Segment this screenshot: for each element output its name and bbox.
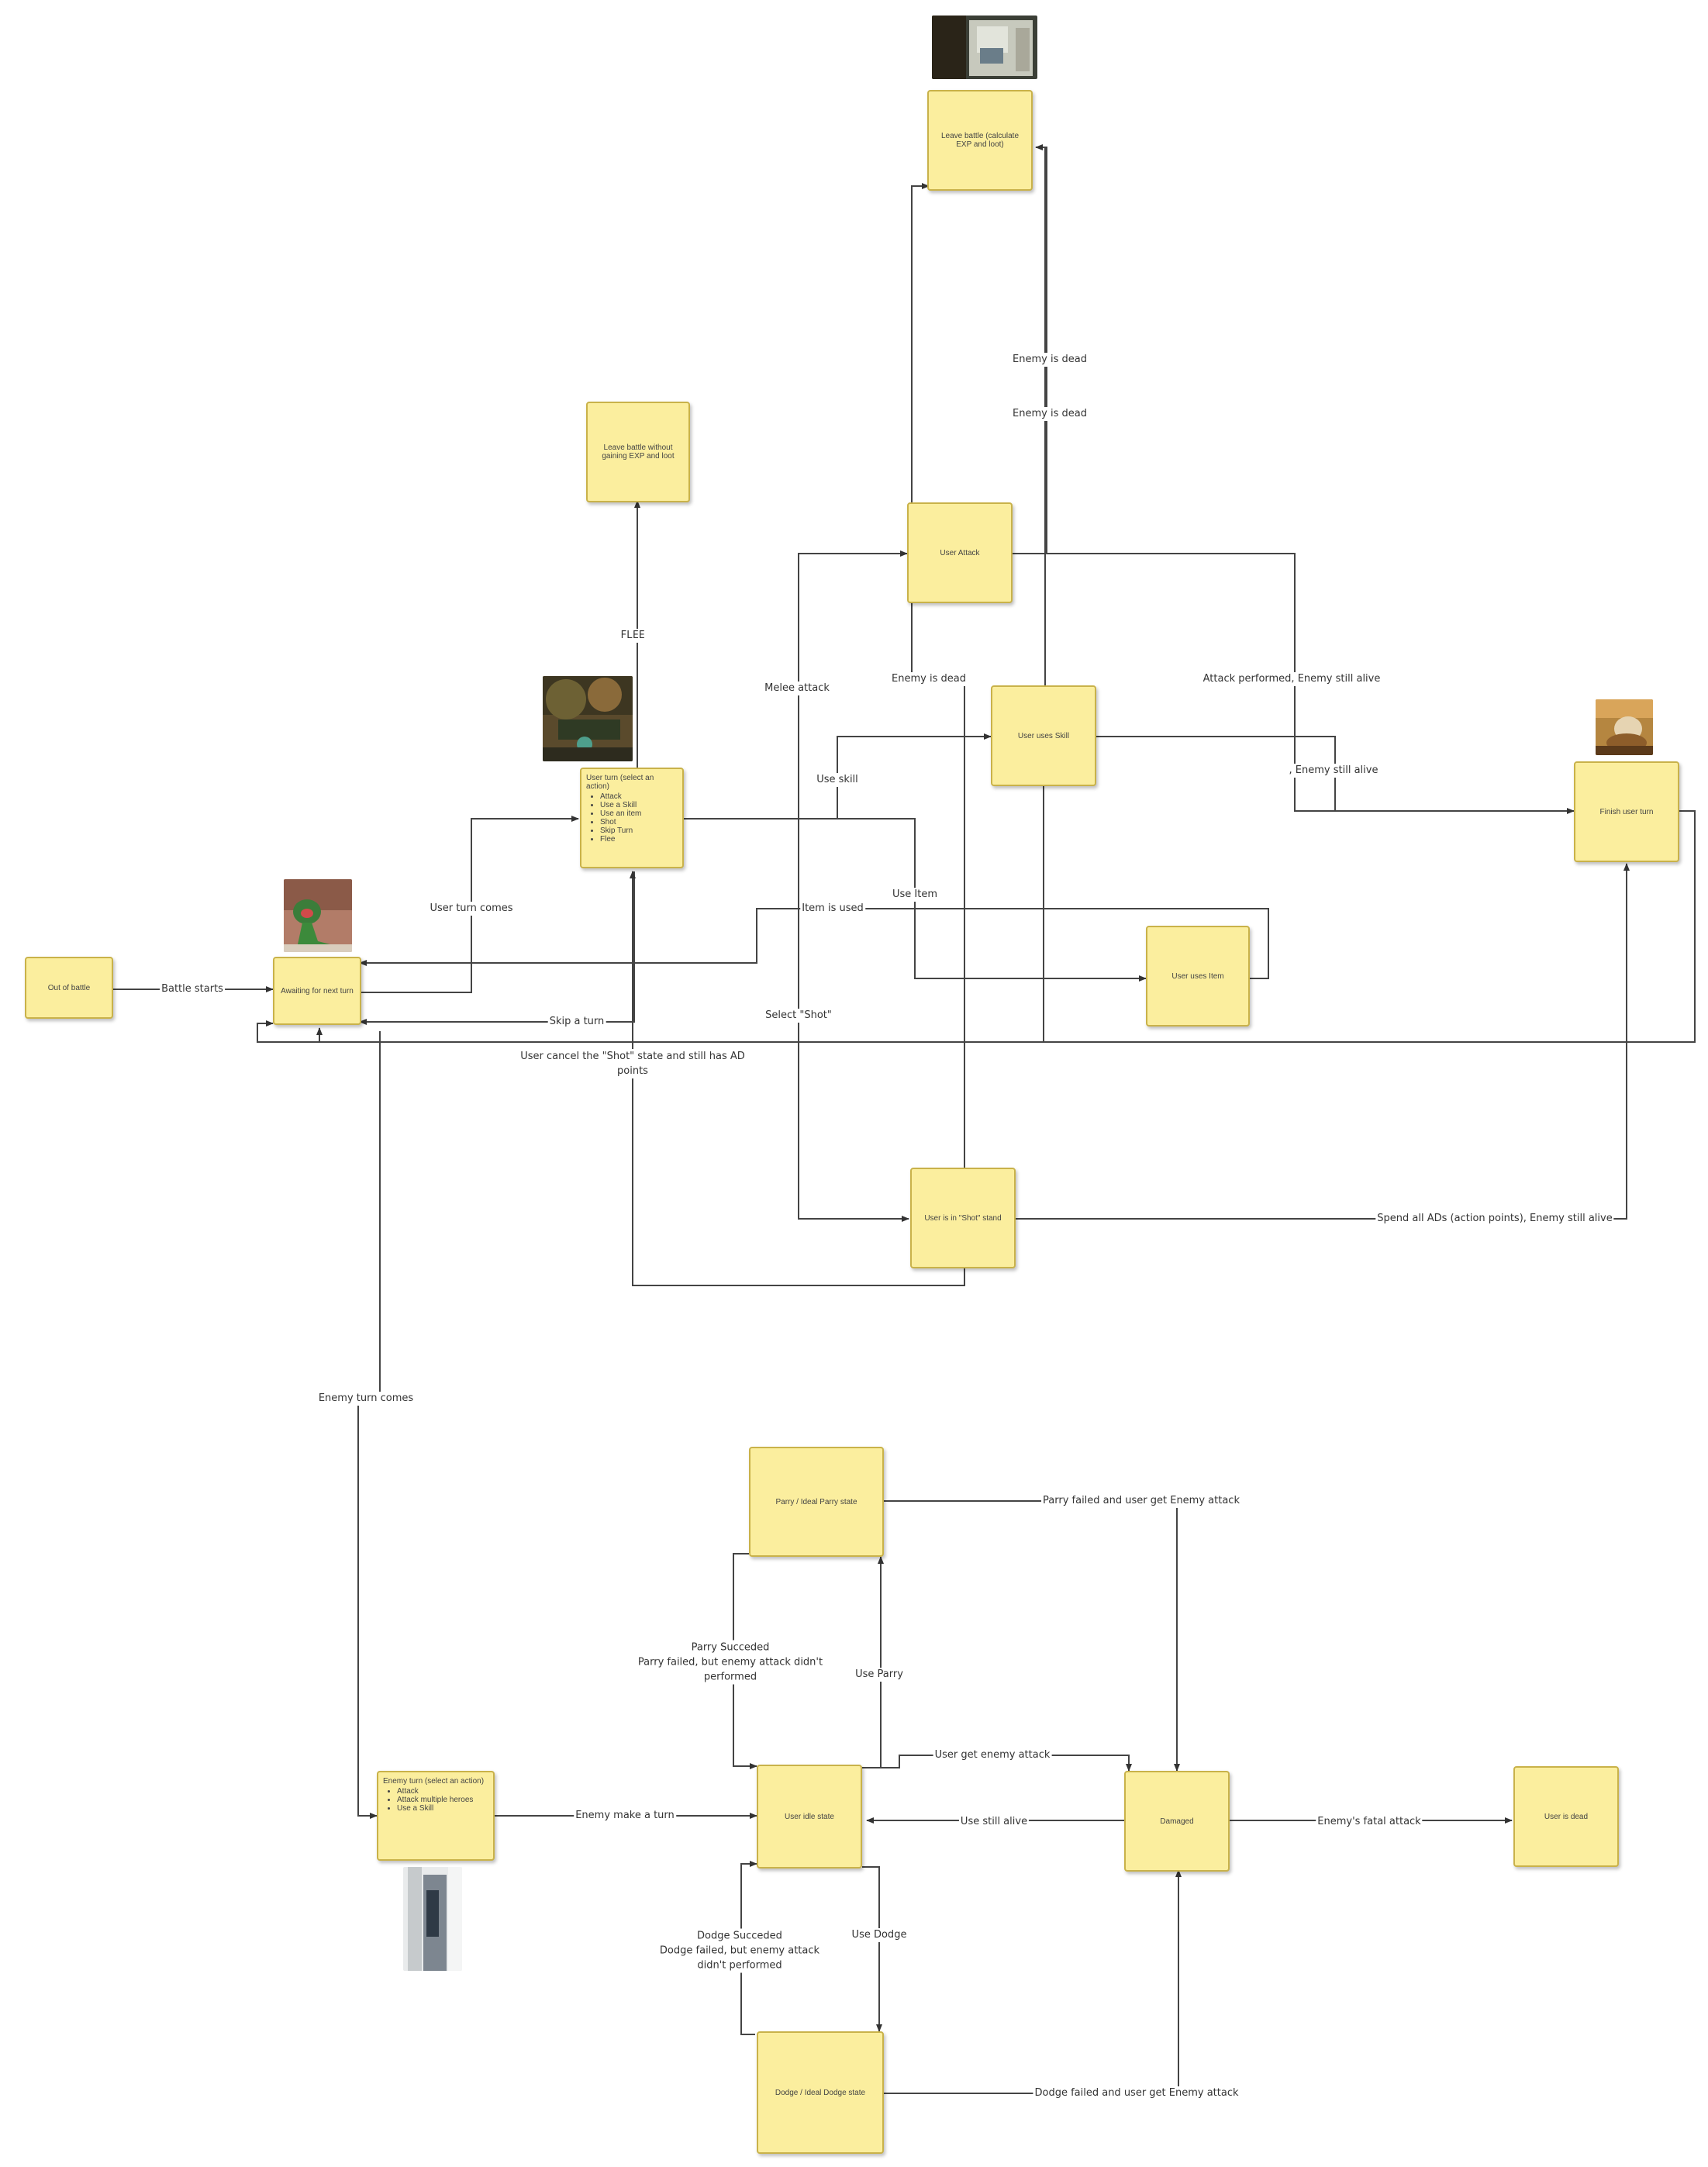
- edge-label-parry-succeeded: Parry Succeded Parry failed, but enemy a…: [636, 1640, 825, 1685]
- edge-dodge-failed: [884, 1869, 1182, 2094]
- node-label: User is dead: [1544, 1812, 1589, 1821]
- edge-label-dodge-succeeded: Dodge Succeded Dodge failed, but enemy a…: [645, 1928, 834, 1973]
- list-item: Skip Turn: [600, 826, 678, 835]
- edge-label-use-still-alive: Use still alive: [958, 1815, 1030, 1829]
- edge-label-parry-failed: Parry failed and user get Enemy attack: [1041, 1494, 1241, 1508]
- node-label: Leave battle (calculate EXP and loot): [940, 132, 1020, 149]
- node-label: Awaiting for next turn: [281, 986, 354, 996]
- edge-label-use-dodge: Use Dodge: [850, 1928, 909, 1942]
- edge-label-fatal-attack: Enemy's fatal attack: [1316, 1815, 1423, 1829]
- node-label: Finish user turn: [1599, 807, 1654, 816]
- node-label: Out of battle: [47, 983, 91, 992]
- edge-label-melee: Melee attack: [763, 682, 831, 695]
- node-leave-without-exp[interactable]: Leave battle without gaining EXP and loo…: [586, 402, 690, 502]
- node-awaiting-next-turn[interactable]: Awaiting for next turn: [273, 957, 361, 1025]
- edge-spend-ad: [1016, 863, 1630, 1220]
- edge-item-used: [359, 908, 1269, 979]
- node-label: User is in "Shot" stand: [924, 1213, 1002, 1223]
- node-label: User uses Item: [1171, 971, 1224, 981]
- node-label: User Attack: [940, 548, 980, 557]
- forest-scene-photo-icon: [543, 676, 633, 761]
- action-list: Attack Use a Skill Use an item Shot Skip…: [586, 792, 678, 844]
- edge-label-enemy-dead-1: Enemy is dead: [1011, 353, 1089, 367]
- node-parry-state[interactable]: Parry / Ideal Parry state: [749, 1447, 884, 1557]
- list-item: Use an item: [600, 809, 678, 818]
- node-label: User uses Skill: [1017, 731, 1070, 740]
- node-user-uses-skill[interactable]: User uses Skill: [991, 685, 1096, 786]
- node-user-idle-state[interactable]: User idle state: [757, 1765, 862, 1869]
- node-damaged[interactable]: Damaged: [1124, 1771, 1230, 1872]
- edge-label-battle-starts: Battle starts: [160, 982, 225, 996]
- edge-label-use-skill: Use skill: [815, 773, 860, 787]
- edge-label-dodge-failed: Dodge failed and user get Enemy attack: [1033, 2086, 1240, 2100]
- node-user-turn[interactable]: User turn (select an action) Attack Use …: [580, 768, 684, 868]
- edge-label-use-parry: Use Parry: [854, 1668, 905, 1682]
- list-item: Attack multiple heroes: [397, 1796, 484, 1804]
- edge-user-get-attack: [862, 1755, 1132, 1772]
- edge-label-spend-ad: Spend all ADs (action points), Enemy sti…: [1375, 1212, 1614, 1226]
- list-item: Attack: [600, 792, 678, 801]
- edge-finish-loop: [257, 810, 1696, 1043]
- edge-label-user-get-attack: User get enemy attack: [933, 1748, 1052, 1762]
- edge-label-enemy-still-alive: , Enemy still alive: [1287, 764, 1380, 778]
- list-item: Attack: [397, 1787, 484, 1796]
- edge-label-item-used: Item is used: [800, 902, 865, 916]
- node-out-of-battle[interactable]: Out of battle: [25, 957, 113, 1019]
- list-item: Flee: [600, 835, 678, 844]
- edge-cancel-shot: [630, 871, 965, 1286]
- edge-label-attack-performed: Attack performed, Enemy still alive: [1201, 672, 1382, 686]
- edge-label-select-shot: Select "Shot": [764, 1009, 833, 1023]
- node-label: Enemy turn (select an action): [383, 1777, 485, 1786]
- node-user-is-dead[interactable]: User is dead: [1513, 1766, 1619, 1867]
- edge-label-enemy-make-turn: Enemy make a turn: [574, 1809, 676, 1823]
- list-item: Use a Skill: [397, 1804, 484, 1813]
- node-label: Dodge / Ideal Dodge state: [775, 2088, 866, 2097]
- edge-label-flee: FLEE: [619, 629, 647, 643]
- node-user-uses-item[interactable]: User uses Item: [1146, 926, 1250, 1027]
- list-item: Use a Skill: [600, 801, 678, 809]
- edge-shot-enemy-dead: [911, 183, 930, 679]
- edge-label-enemy-turn-comes: Enemy turn comes: [316, 1392, 416, 1406]
- cat-photo-icon: [1596, 699, 1653, 755]
- edge-attack-enemy-dead: [1013, 144, 1047, 554]
- edge-enemy-turn-comes: [357, 1031, 381, 1819]
- node-enemy-turn[interactable]: Enemy turn (select an action) Attack Att…: [377, 1771, 495, 1861]
- edge-melee: [798, 550, 908, 819]
- edge-use-parry: [862, 1556, 884, 1768]
- edge-label-use-item: Use Item: [890, 888, 940, 902]
- node-user-attack[interactable]: User Attack: [907, 502, 1013, 603]
- doorway-photo-icon: [403, 1867, 462, 1971]
- edge-label-skip-turn: Skip a turn: [547, 1015, 606, 1029]
- edge-skill-alive: [1096, 736, 1336, 811]
- edge-label-enemy-dead-3: Enemy is dead: [890, 672, 968, 686]
- node-label: User turn (select an action): [586, 774, 654, 791]
- edge-use-dodge: [862, 1866, 882, 2032]
- node-shot-state[interactable]: User is in "Shot" stand: [910, 1168, 1016, 1268]
- edge-parry-failed: [884, 1500, 1180, 1772]
- node-finish-user-turn[interactable]: Finish user turn: [1574, 761, 1679, 862]
- edge-use-item: [837, 818, 1147, 982]
- node-leave-calculate[interactable]: Leave battle (calculate EXP and loot): [927, 90, 1033, 191]
- node-label: Damaged: [1160, 1817, 1194, 1826]
- edge-label-enemy-dead-2: Enemy is dead: [1011, 407, 1089, 421]
- edge-skip-turn: [359, 871, 635, 1025]
- edge-select-shot: [798, 819, 909, 1222]
- window-photo-icon: [932, 16, 1037, 79]
- node-label: Leave battle without gaining EXP and loo…: [602, 443, 675, 461]
- node-label: Parry / Ideal Parry state: [775, 1497, 857, 1506]
- edge-label-cancel-shot: User cancel the "Shot" state and still h…: [519, 1049, 747, 1078]
- node-dodge-state[interactable]: Dodge / Ideal Dodge state: [757, 2031, 884, 2154]
- edge-label-user-turn-comes: User turn comes: [428, 902, 515, 916]
- action-list: Attack Attack multiple heroes Use a Skil…: [383, 1787, 484, 1813]
- node-label: User idle state: [785, 1812, 834, 1821]
- list-item: Shot: [600, 818, 678, 826]
- edge-use-skill: [837, 733, 992, 819]
- dinosaur-toy-photo-icon: [284, 879, 352, 952]
